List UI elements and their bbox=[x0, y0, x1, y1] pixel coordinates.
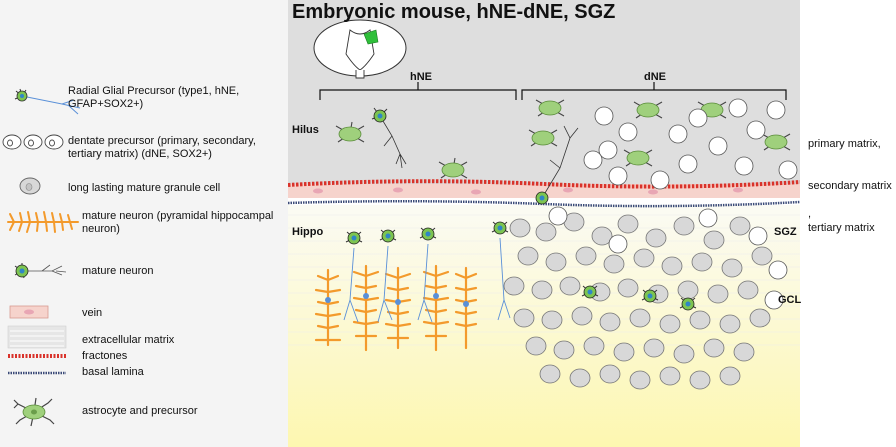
primary-matrix-label: primary matrix, bbox=[808, 138, 881, 150]
brain-section-icon bbox=[313, 19, 407, 79]
granule-cell-icon bbox=[19, 177, 41, 195]
mature-neuron-cell bbox=[581, 285, 599, 299]
mature-neuron-cell bbox=[641, 289, 659, 303]
astrocyte-cell bbox=[623, 149, 653, 167]
sgz-precursors bbox=[548, 206, 788, 310]
hilus-label: Hilus bbox=[292, 124, 319, 136]
gcl-label: GCL bbox=[778, 294, 802, 306]
mature-neuron-icon bbox=[14, 263, 67, 279]
mature-neuron-cell bbox=[491, 221, 509, 235]
legend-label-basal-lamina: basal lamina bbox=[82, 366, 144, 378]
pyramidal-somata bbox=[325, 293, 469, 307]
hne-label: hNE bbox=[410, 71, 432, 83]
secondary-matrix-label: secondary matrix bbox=[808, 180, 892, 192]
hippo-label: Hippo bbox=[292, 226, 324, 238]
legend-label-mature-neuron: mature neuron bbox=[82, 265, 154, 277]
legend-label-fractones: fractones bbox=[82, 350, 128, 362]
diagram-title: Embryonic mouse, hNE-dNE, SGZ bbox=[292, 1, 616, 23]
astrocyte-cell bbox=[633, 101, 663, 119]
granule-cell-layer bbox=[503, 212, 773, 390]
matrix-icon bbox=[7, 325, 67, 349]
dentate-precursor-cluster bbox=[583, 98, 798, 190]
legend-label-extracellular-matrix: extracellular matrix bbox=[82, 334, 175, 346]
pyramidal-neuron-group bbox=[314, 264, 478, 352]
fractones-line bbox=[288, 179, 800, 189]
radial-glia-cell bbox=[535, 125, 579, 205]
sgz-label: SGZ bbox=[774, 226, 797, 238]
mature-neuron-cell bbox=[379, 229, 397, 243]
legend-label-vein: vein bbox=[82, 307, 103, 319]
mature-neuron-cell bbox=[679, 297, 697, 311]
hne-bracket bbox=[319, 82, 517, 100]
astrocyte-cell bbox=[528, 129, 558, 147]
astrocyte-cell bbox=[438, 157, 468, 179]
mature-neuron-cell bbox=[345, 231, 363, 245]
dne-bracket bbox=[521, 82, 787, 100]
legend-label-granule-cell: long lasting mature granule cell bbox=[68, 182, 221, 194]
mature-neuron-cell bbox=[419, 227, 437, 241]
legend-label-radial-glia: Radial Glial Precursor (type1, hNE, GFAP… bbox=[68, 85, 240, 110]
astrocyte-cell bbox=[535, 99, 565, 117]
legend-label-pyramidal-neuron: mature neuron (pyramidal hippocampal neu… bbox=[82, 210, 274, 235]
dne-label: dNE bbox=[644, 71, 666, 83]
precursor-cells-icon bbox=[2, 134, 64, 150]
matrix-comma: , bbox=[808, 208, 812, 220]
astrocyte-cell bbox=[761, 133, 791, 151]
legend-panel: Radial Glial Precursor (type1, hNE, GFAP… bbox=[0, 0, 288, 447]
legend-label-dentate-precursor: dentate precursor (primary, secondary, t… bbox=[68, 135, 256, 160]
legend-icons bbox=[2, 88, 81, 427]
dentate-gyrus-diagram bbox=[288, 0, 800, 447]
legend-label-astrocyte: astrocyte and precursor bbox=[82, 405, 198, 417]
astrocyte-cell bbox=[335, 121, 365, 143]
radial-glia-cell bbox=[371, 107, 407, 169]
astrocyte-icon bbox=[13, 397, 55, 427]
radial-glia-icon bbox=[14, 88, 81, 115]
vein-icon bbox=[9, 305, 49, 319]
vein-nuclei bbox=[313, 187, 743, 195]
pyramidal-neuron-icon bbox=[7, 211, 79, 233]
blue-dendrites bbox=[343, 237, 511, 323]
matrix-labels: primary matrix, secondary matrix , terti… bbox=[800, 0, 896, 447]
tertiary-matrix-label: tertiary matrix bbox=[808, 222, 875, 234]
